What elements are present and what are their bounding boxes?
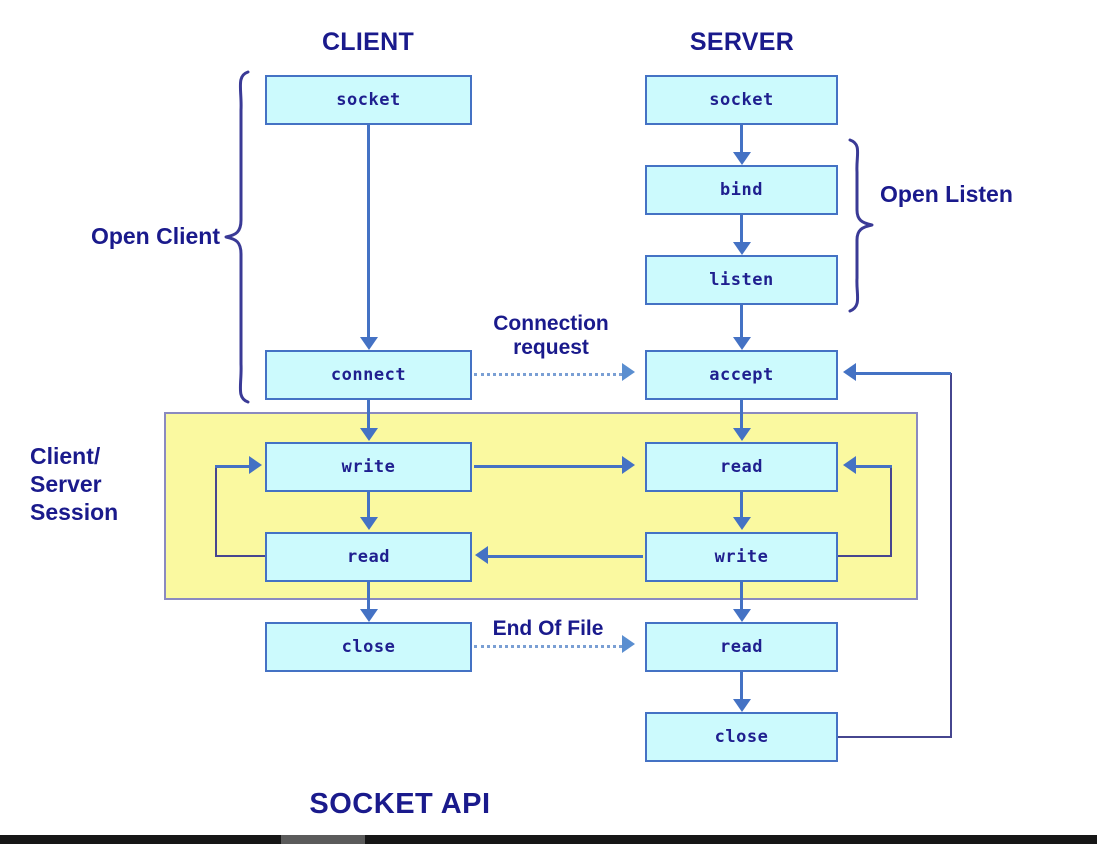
group-label-line-3: Session	[30, 499, 119, 526]
group-label-line-1: Client/	[30, 443, 101, 469]
edge-label-connection-request-line-2: request	[513, 335, 589, 359]
edge-client-loop-bottom	[215, 555, 267, 557]
arrowhead-end-of-file	[622, 635, 635, 653]
arrowhead-client-read-to-close	[359, 609, 378, 622]
group-label-line-2: Server	[30, 471, 102, 498]
arrowhead-client-write-to-server-read	[622, 456, 635, 474]
edge-server-socket-to-bind	[740, 125, 743, 152]
edge-client-socket-to-connect	[367, 125, 370, 337]
edge-server-write-to-client-read	[488, 555, 643, 558]
column-header-client: CLIENT	[321, 28, 415, 56]
edge-server-loop-right	[890, 466, 892, 557]
node-server-accept[interactable]: accept	[645, 350, 838, 400]
edge-client-loop-top	[215, 465, 251, 468]
node-client-socket[interactable]: socket	[265, 75, 472, 125]
arrowhead-server-close-return-to-accept	[843, 363, 856, 381]
edge-label-connection-request-line-1: Connection	[493, 312, 609, 335]
edge-client-loop-left	[215, 466, 217, 557]
edge-client-connect-to-write	[367, 400, 370, 428]
arrowhead-server-write-to-read2	[732, 609, 751, 622]
edge-label-connection-request: Connection request	[455, 312, 647, 359]
brace-open-listen	[846, 138, 876, 314]
edge-server-read-to-write	[740, 492, 743, 517]
edge-server-bind-to-listen	[740, 215, 743, 242]
node-server-write[interactable]: write	[645, 532, 838, 582]
node-server-socket[interactable]: socket	[645, 75, 838, 125]
edge-client-write-to-server-read	[474, 465, 622, 468]
arrowhead-server-bind-to-listen	[732, 242, 751, 255]
bottom-bar	[0, 835, 1097, 844]
diagram-title: SOCKET API	[309, 788, 491, 820]
node-client-close[interactable]: close	[265, 622, 472, 672]
group-label-open-client: Open Client	[90, 223, 220, 249]
arrowhead-server-socket-to-bind	[732, 152, 751, 165]
arrowhead-server-listen-to-accept	[732, 337, 751, 350]
arrowhead-server-loop-to-read	[843, 456, 856, 474]
arrowhead-client-loop-to-write	[249, 456, 262, 474]
edge-client-write-to-read	[367, 492, 370, 517]
arrowhead-server-write-to-client-read	[475, 546, 488, 564]
edge-server-read2-to-close	[740, 672, 743, 699]
node-server-read[interactable]: read	[645, 442, 838, 492]
node-client-connect[interactable]: connect	[265, 350, 472, 400]
edge-server-accept-to-read	[740, 400, 743, 428]
edge-server-loop-top	[856, 465, 892, 468]
arrowhead-server-read2-to-close	[732, 699, 751, 712]
edge-server-close-return-top	[856, 372, 951, 375]
edge-server-close-return-right	[950, 373, 952, 737]
edge-server-write-to-read2	[740, 582, 743, 609]
node-client-read[interactable]: read	[265, 532, 472, 582]
edge-server-listen-to-accept	[740, 305, 743, 337]
edge-connection-request	[474, 373, 622, 376]
group-label-open-listen: Open Listen	[880, 181, 1013, 207]
arrowhead-server-read-to-write	[732, 517, 751, 530]
node-server-read2[interactable]: read	[645, 622, 838, 672]
arrowhead-connection-request	[622, 363, 635, 381]
arrowhead-client-write-to-read	[359, 517, 378, 530]
bottom-bar-segment	[281, 835, 365, 844]
edge-server-loop-bottom	[838, 555, 892, 557]
column-header-server: SERVER	[689, 28, 795, 56]
node-client-write[interactable]: write	[265, 442, 472, 492]
brace-open-client	[222, 70, 252, 404]
arrowhead-client-connect-to-write	[359, 428, 378, 441]
node-server-listen[interactable]: listen	[645, 255, 838, 305]
edge-end-of-file	[474, 645, 622, 648]
node-server-bind[interactable]: bind	[645, 165, 838, 215]
edge-server-close-return-bottom	[838, 736, 952, 738]
group-label-client-server-session: Client/ Server Session	[30, 442, 156, 526]
arrowhead-server-accept-to-read	[732, 428, 751, 441]
arrowhead-client-socket-to-connect	[359, 337, 378, 350]
node-server-close[interactable]: close	[645, 712, 838, 762]
edge-client-read-to-close	[367, 582, 370, 609]
edge-label-end-of-file: End Of File	[492, 617, 604, 640]
